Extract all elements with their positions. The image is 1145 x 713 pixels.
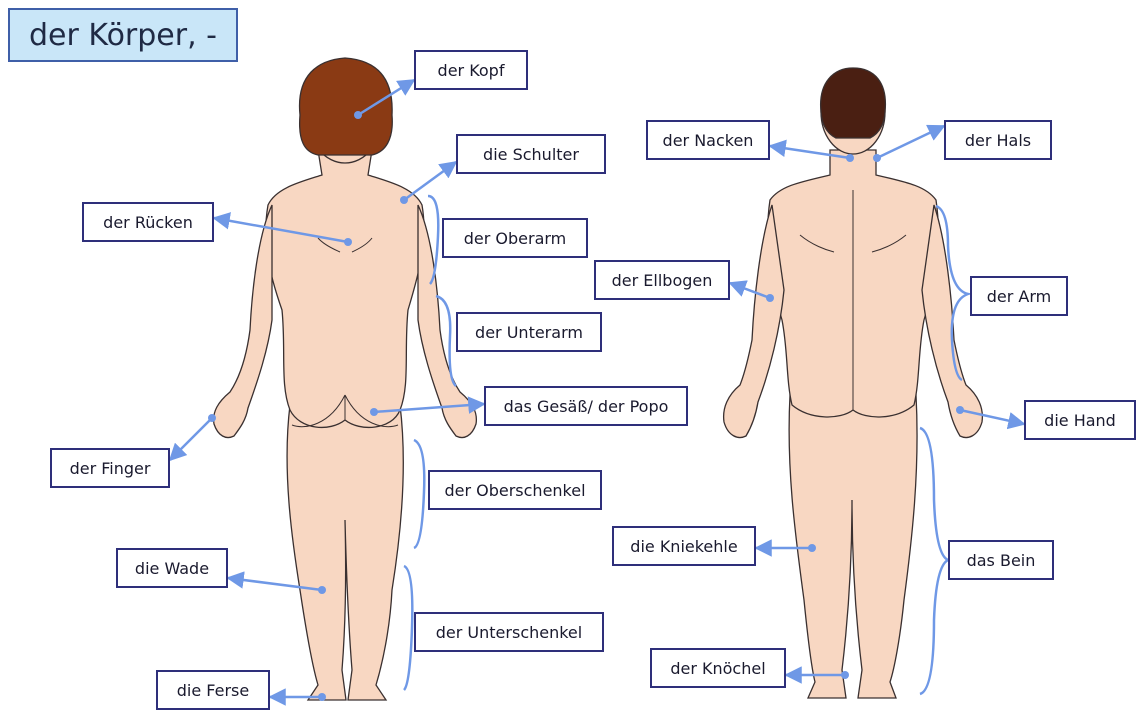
label-finger: der Finger xyxy=(50,448,170,488)
woman-torso xyxy=(266,150,424,427)
arrow-schulter xyxy=(400,162,456,204)
bracket-unterschenkel xyxy=(404,566,412,690)
label-gesaess: das Gesäß/ der Popo xyxy=(484,386,688,426)
arrow-hals xyxy=(873,126,944,162)
woman-hair xyxy=(300,58,393,155)
label-wade: die Wade xyxy=(116,548,228,588)
woman-left-arm xyxy=(214,205,272,438)
woman-figure xyxy=(214,58,477,700)
label-ruecken: der Rücken xyxy=(82,202,214,242)
label-bein: das Bein xyxy=(948,540,1054,580)
label-hals: der Hals xyxy=(944,120,1052,160)
label-schulter: die Schulter xyxy=(456,134,606,174)
man-legs xyxy=(789,395,917,698)
label-nacken: der Nacken xyxy=(646,120,770,160)
label-oberschenkel: der Oberschenkel xyxy=(428,470,602,510)
page-title: der Körper, - xyxy=(8,8,238,62)
man-hair xyxy=(821,68,886,138)
label-unterschenkel: der Unterschenkel xyxy=(414,612,604,652)
woman-legs xyxy=(287,405,403,700)
arrow-finger xyxy=(170,414,216,460)
label-kopf: der Kopf xyxy=(414,50,528,90)
man-figure xyxy=(724,68,983,698)
label-kniekehle: die Kniekehle xyxy=(612,526,756,566)
label-knoechel: der Knöchel xyxy=(650,648,786,688)
label-unterarm: der Unterarm xyxy=(456,312,602,352)
bracket-oberschenkel xyxy=(414,440,424,548)
label-arm: der Arm xyxy=(970,276,1068,316)
label-ellbogen: der Ellbogen xyxy=(594,260,730,300)
label-oberarm: der Oberarm xyxy=(442,218,588,258)
man-left-arm xyxy=(724,205,784,437)
label-hand: die Hand xyxy=(1024,400,1136,440)
label-ferse: die Ferse xyxy=(156,670,270,710)
bracket-bein xyxy=(920,428,948,694)
